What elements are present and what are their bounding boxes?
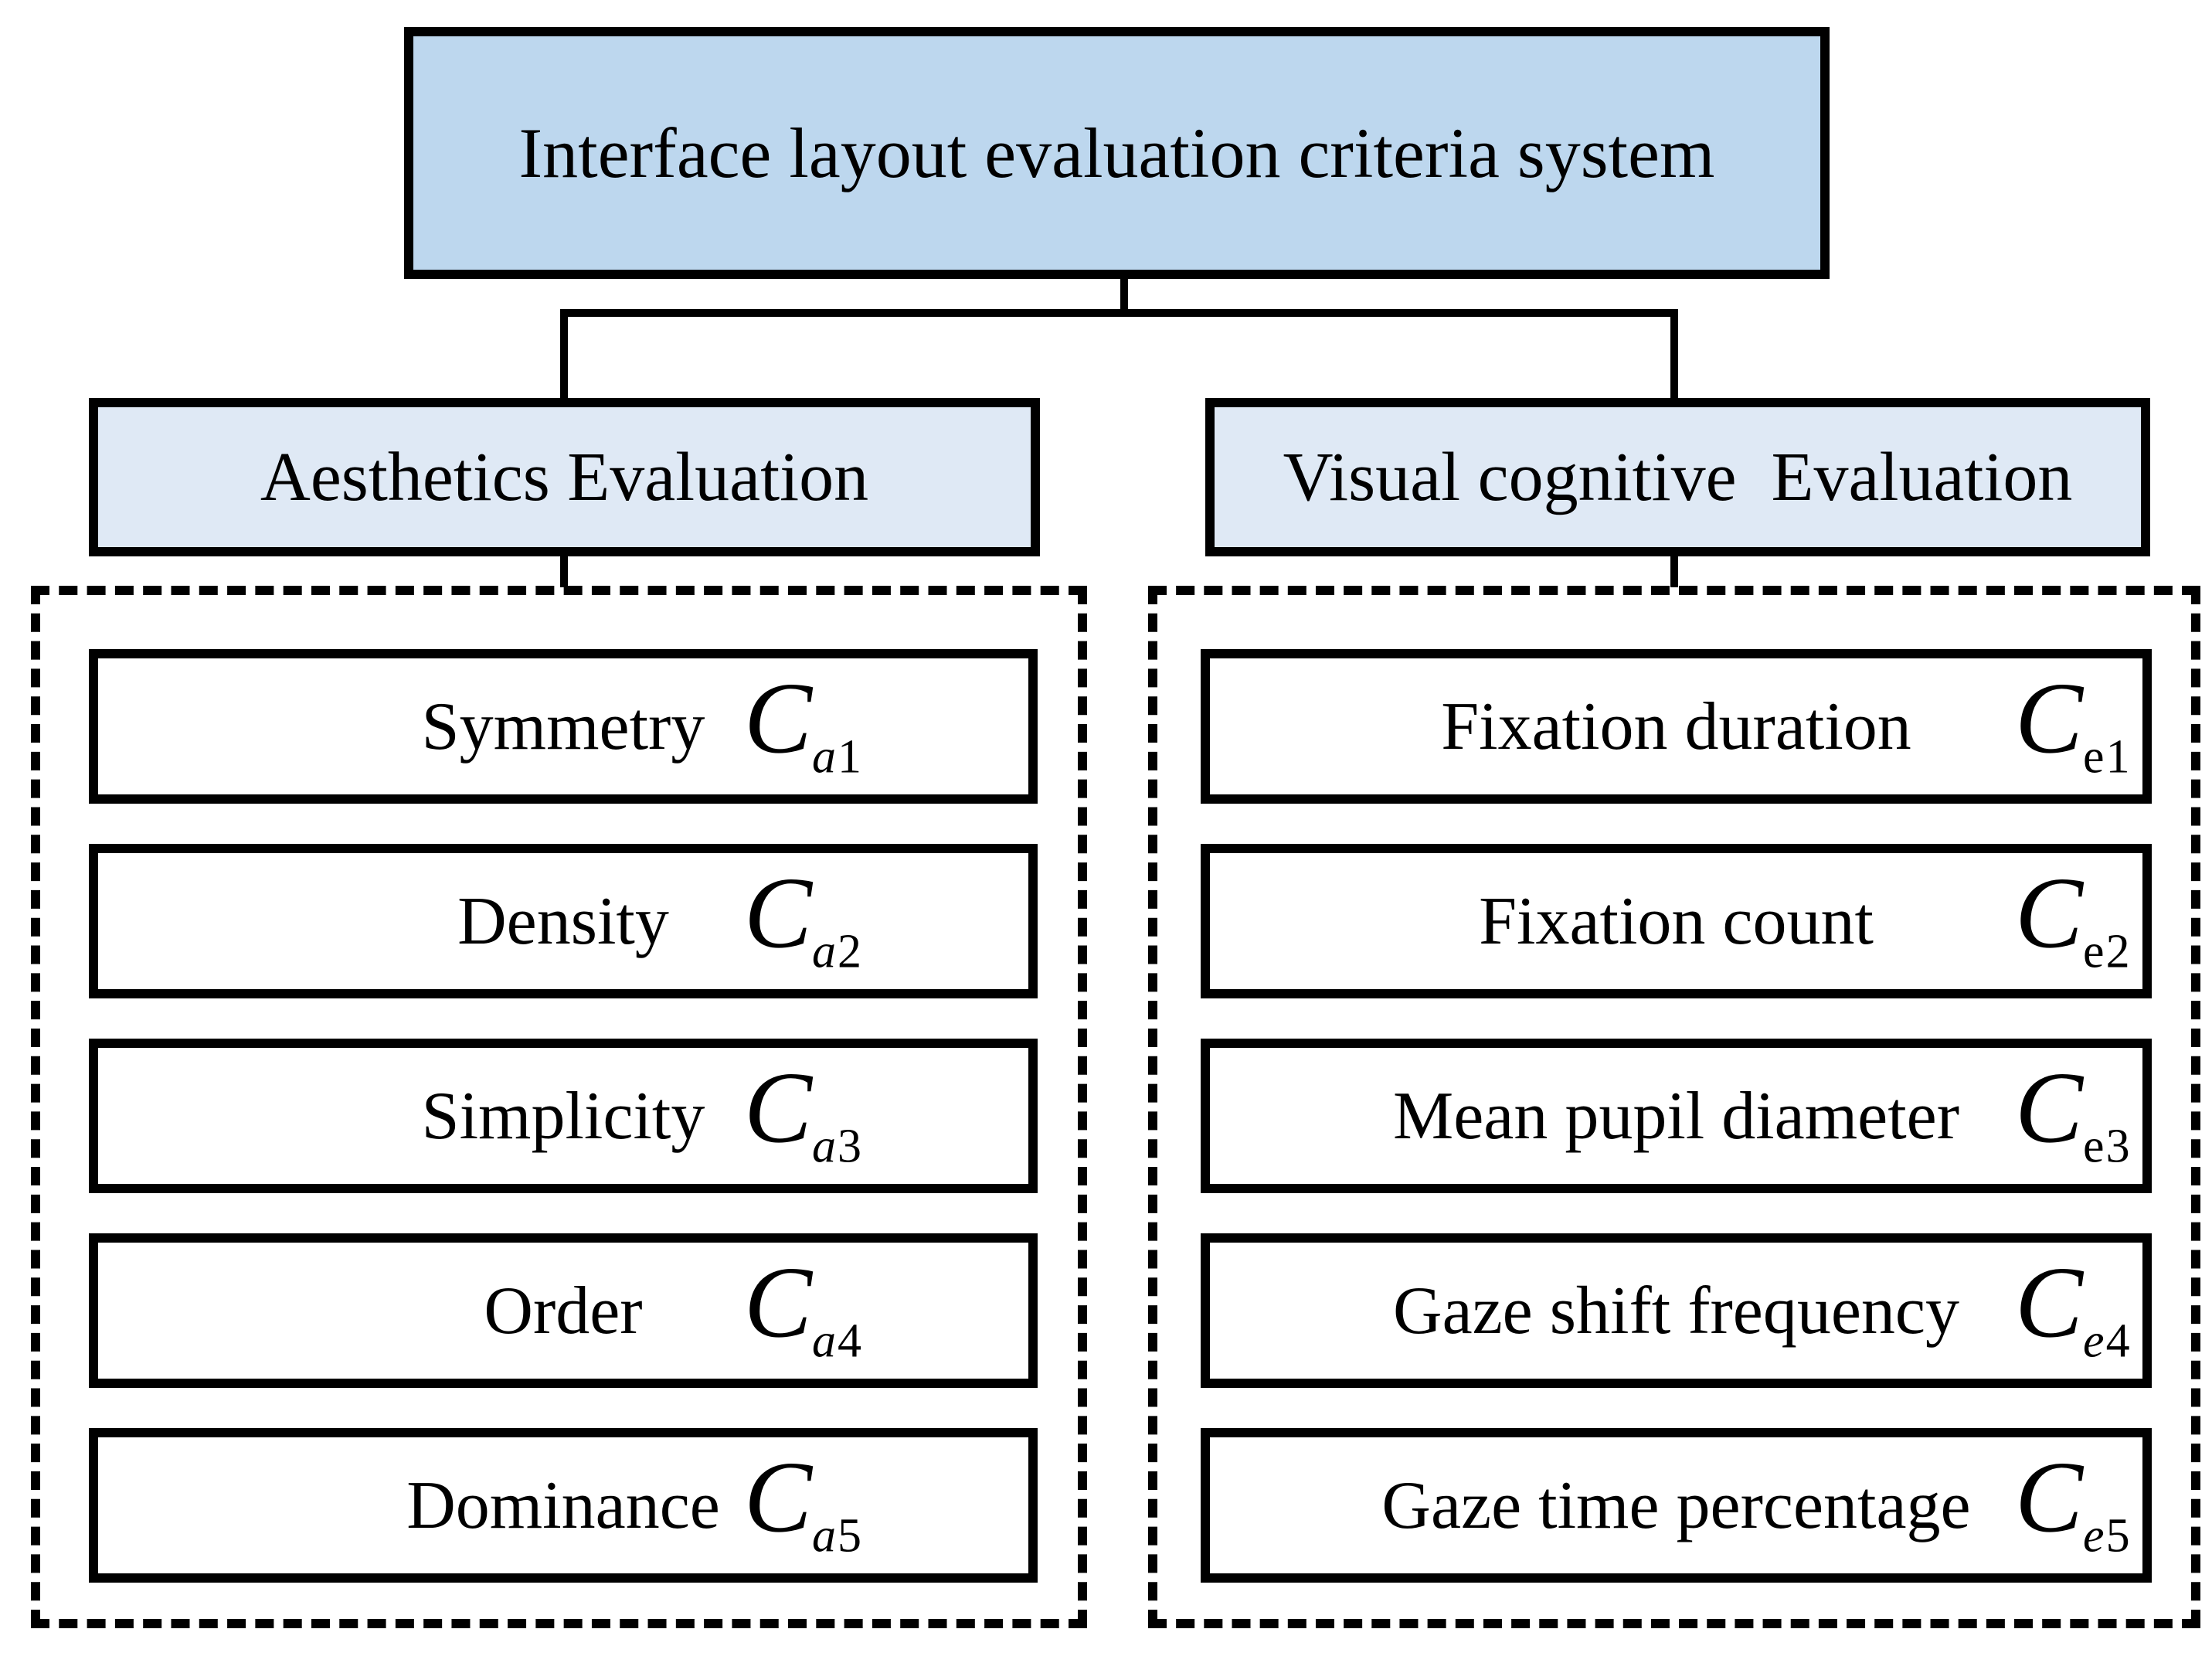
criterion-symbol: Ca3 (744, 1056, 863, 1171)
symbol-letter: C (744, 1050, 813, 1165)
criterion-label: Fixation duration (1441, 689, 1911, 764)
root-label: Interface layout evaluation criteria sys… (518, 114, 1715, 192)
symbol-letter: C (2015, 1245, 2084, 1359)
branch-aesthetics-label: Aesthetics Evaluation (260, 439, 869, 515)
branch-node-aesthetics: Aesthetics Evaluation (89, 398, 1040, 556)
right-branch-stub-line (1670, 555, 1678, 587)
connector-horizontal-line (560, 309, 1678, 317)
criterion-symbol: Ce4 (2015, 1251, 2132, 1365)
criterion-label: Mean pupil diameter (1392, 1078, 1960, 1154)
criterion-label: Simplicity (421, 1078, 705, 1154)
symbol-letter: C (744, 1245, 813, 1359)
branch-node-visual-cognitive: Visual cognitive Evaluation (1205, 398, 2150, 556)
criterion-symbol: Ce2 (2015, 862, 2132, 976)
criterion-symbol: Ce1 (2015, 667, 2132, 781)
symbol-subscript: a1 (812, 730, 864, 784)
criterion-symbol: Ca1 (744, 667, 863, 781)
criterion-symmetry: Symmetry Ca1 (89, 649, 1038, 804)
criterion-label: Gaze shift frequency (1393, 1273, 1959, 1348)
symbol-letter: C (744, 1440, 813, 1554)
criterion-mean-pupil-diameter: Mean pupil diameter Ce3 (1201, 1039, 2152, 1193)
symbol-subscript: e5 (2083, 1509, 2132, 1563)
criterion-label: Dominance (406, 1467, 720, 1543)
criterion-symbol: Ce3 (2015, 1056, 2132, 1171)
criterion-fixation-duration: Fixation duration Ce1 (1201, 649, 2152, 804)
symbol-subscript: a2 (812, 925, 864, 978)
criterion-label: Symmetry (421, 689, 705, 764)
criterion-gaze-shift-frequency: Gaze shift frequency Ce4 (1201, 1233, 2152, 1388)
criterion-order: Order Ca4 (89, 1233, 1038, 1388)
symbol-subscript: e2 (2083, 925, 2132, 978)
connector-left-drop-line (560, 313, 568, 400)
connector-right-drop-line (1670, 313, 1678, 400)
symbol-subscript: e3 (2083, 1120, 2132, 1173)
criterion-symbol: Ca4 (744, 1251, 863, 1365)
left-branch-stub-line (560, 555, 568, 587)
criterion-dominance: Dominance Ca5 (89, 1428, 1038, 1583)
symbol-subscript: e1 (2083, 730, 2132, 784)
symbol-subscript: e4 (2083, 1314, 2132, 1368)
criterion-label: Order (484, 1273, 643, 1348)
symbol-subscript: a3 (812, 1120, 864, 1173)
criteria-group-visual-cognitive (1148, 586, 2200, 1628)
symbol-letter: C (2015, 855, 2084, 970)
criterion-gaze-time-percentage: Gaze time percentage Ce5 (1201, 1428, 2152, 1583)
criterion-density: Density Ca2 (89, 844, 1038, 998)
criterion-fixation-count: Fixation count Ce2 (1201, 844, 2152, 998)
branch-visual-cognitive-label: Visual cognitive Evaluation (1283, 439, 2073, 515)
criterion-label: Density (457, 883, 669, 959)
symbol-letter: C (2015, 1050, 2084, 1165)
root-node: Interface layout evaluation criteria sys… (404, 27, 1830, 279)
criterion-symbol: Ce5 (2015, 1446, 2132, 1560)
symbol-letter: C (2015, 1440, 2084, 1554)
criterion-label: Gaze time percentage (1381, 1467, 1971, 1543)
criterion-symbol: Ca5 (744, 1446, 863, 1560)
connector-trunk-line (1120, 277, 1128, 313)
symbol-letter: C (744, 855, 813, 970)
symbol-subscript: a4 (812, 1314, 864, 1368)
symbol-letter: C (2015, 661, 2084, 775)
criterion-symbol: Ca2 (744, 862, 863, 976)
criterion-simplicity: Simplicity Ca3 (89, 1039, 1038, 1193)
criterion-label: Fixation count (1479, 883, 1874, 959)
symbol-letter: C (744, 661, 813, 775)
criteria-group-aesthetics (31, 586, 1087, 1628)
symbol-subscript: a5 (812, 1509, 864, 1563)
